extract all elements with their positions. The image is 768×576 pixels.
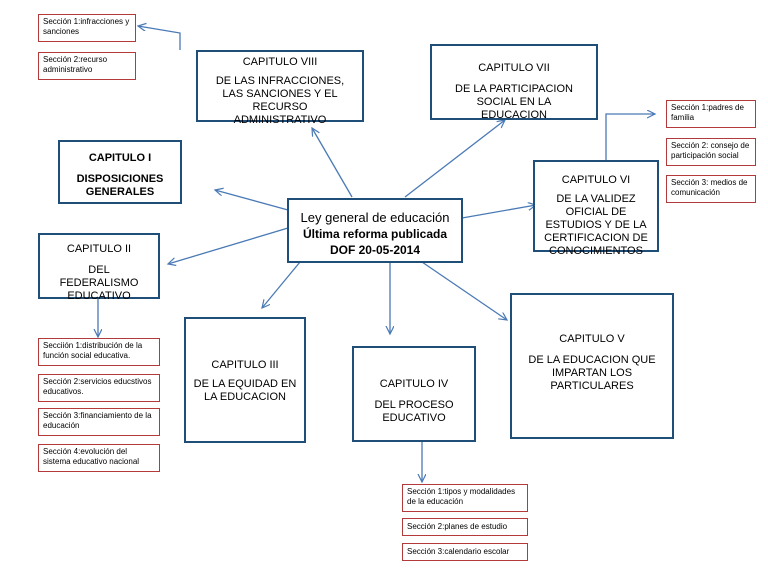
cap6-section-3: Sección 3: medios de comunicación [666,175,756,203]
capitulo-5-subtitle: DE LA EDUCACION QUE IMPARTAN LOS PARTICU… [528,354,656,392]
cap2-section-1: Secciión 1:distribución de la función so… [38,338,160,366]
arrow-to-cap5 [421,261,507,320]
capitulo-4-subtitle: DEL PROCESO EDUCATIVO [374,399,454,424]
capitulo-3-box: CAPITULO III DE LA EQUIDAD EN LA EDUCACI… [184,317,306,443]
arrow-cap8-sections [138,26,181,50]
capitulo-4-title: CAPITULO IV [379,378,449,390]
capitulo-2-title: CAPITULO II [66,243,132,255]
capitulo-3-title: CAPITULO III [211,359,279,371]
cap4-section-2: Sección 2:planes de estudio [402,518,528,536]
cap6-section-1: Sección 1:padres de familia [666,100,756,128]
arrow-to-cap3 [262,261,301,308]
capitulo-8-subtitle: DE LAS INFRACCIONES, LAS SANCIONES Y EL … [215,75,345,126]
capitulo-7-subtitle: DE LA PARTICIPACION SOCIAL EN LA EDUCACI… [455,83,573,121]
arrow-to-cap6 [461,205,536,219]
capitulo-7-title: CAPITULO VII [478,62,550,74]
capitulo-1-title: CAPITULO I [88,152,152,164]
capitulo-4-box: CAPITULO IV DEL PROCESO EDUCATIVO [352,346,476,442]
center-reform: Última reforma publicada [302,227,448,241]
capitulo-3-subtitle: DE LA EQUIDAD EN LA EDUCACION [193,378,297,403]
capitulo-2-box: CAPITULO II DEL FEDERALISMO EDUCATIVO [38,233,160,302]
capitulo-7-box: CAPITULO VII DE LA PARTICIPACION SOCIAL … [430,44,598,121]
arrow-to-cap8 [312,128,353,198]
cap4-section-3: Sección 3:calendario escolar [402,543,528,561]
cap2-section-3: Sección 3:financiamiento de la educación [38,408,160,436]
center-dof: DOF 20-05-2014 [329,243,421,257]
capitulo-8-box: CAPITULO VIII DE LAS INFRACCIONES, LAS S… [196,50,364,126]
center-title: Ley general de educación [300,210,450,225]
arrow-to-cap7 [404,120,505,198]
capitulo-1-subtitle: DISPOSICIONES GENERALES [76,173,164,198]
capitulo-5-title: CAPITULO V [559,333,625,345]
capitulo-1-box: CAPITULO I DISPOSICIONES GENERALES [58,140,182,204]
cap8-section-1: Sección 1:infracciones y sanciones [38,14,136,42]
capitulo-5-box: CAPITULO V DE LA EDUCACION QUE IMPARTAN … [510,293,674,439]
arrow-to-cap1 [215,190,289,211]
capitulo-8-title: CAPITULO VIII [242,56,318,68]
cap2-section-2: Sección 2:servicios educstivos educativo… [38,374,160,402]
center-box: Ley general de educación Última reforma … [287,198,463,263]
capitulo-6-subtitle: DE LA VALIDEZ OFICIAL DE ESTUDIOS Y DE L… [544,193,648,257]
arrow-cap6-sections [605,114,655,160]
capitulo-6-box: CAPITULO VI DE LA VALIDEZ OFICIAL DE EST… [533,160,659,257]
cap2-section-4: Sección 4:evolución del sistema educativ… [38,444,160,472]
arrow-to-cap2 [168,227,289,264]
capitulo-6-title: CAPITULO VI [561,174,631,186]
capitulo-2-subtitle: DEL FEDERALISMO EDUCATIVO [59,264,139,302]
cap4-section-1: Sección 1:tipos y modalidades de la educ… [402,484,528,512]
cap8-section-2: Sección 2:recurso administrativo [38,52,136,80]
cap6-section-2: Sección 2: consejo de participación soci… [666,138,756,166]
